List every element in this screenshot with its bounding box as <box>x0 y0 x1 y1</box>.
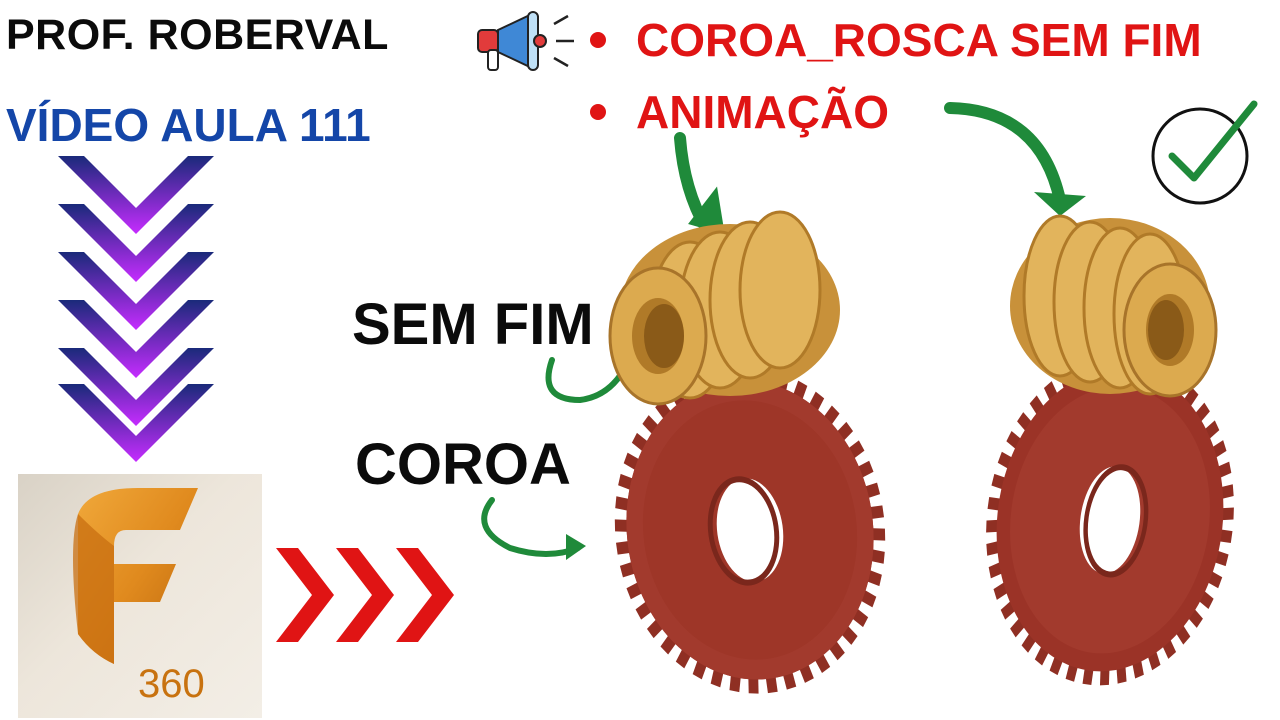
gear-tooth <box>748 675 759 694</box>
gear-tooth <box>986 519 1000 533</box>
gear-tooth <box>614 519 630 532</box>
gear-tooth <box>870 528 886 541</box>
gear-tooth <box>1099 667 1110 686</box>
worm-label: SEM FIM <box>352 292 594 357</box>
lesson-title: VÍDEO AULA 111 <box>6 99 371 151</box>
right-arrows-icon <box>276 548 454 642</box>
topic-item: COROA_ROSCA SEM FIM <box>590 10 1202 70</box>
fusion360-logo: 360 <box>18 474 262 718</box>
megaphone-icon <box>477 11 574 71</box>
author-title: PROF. ROBERVAL <box>6 11 389 59</box>
down-chevrons-icon <box>58 156 214 462</box>
fusion-f-logo-icon <box>73 488 198 664</box>
gear-label: COROA <box>355 432 571 497</box>
topic-item: ANIMAÇÃO <box>590 82 889 142</box>
logo-number: 360 <box>138 662 205 706</box>
worm-gear-assembly-right <box>986 214 1234 686</box>
topic-text: ANIMAÇÃO <box>636 86 889 138</box>
gear-tooth <box>1220 507 1234 521</box>
bullet-icon <box>590 104 606 120</box>
check-circle-icon <box>1151 100 1258 205</box>
worm-gear-assembly-left <box>608 210 886 694</box>
topic-text: COROA_ROSCA SEM FIM <box>636 14 1202 66</box>
bullet-icon <box>590 32 606 48</box>
